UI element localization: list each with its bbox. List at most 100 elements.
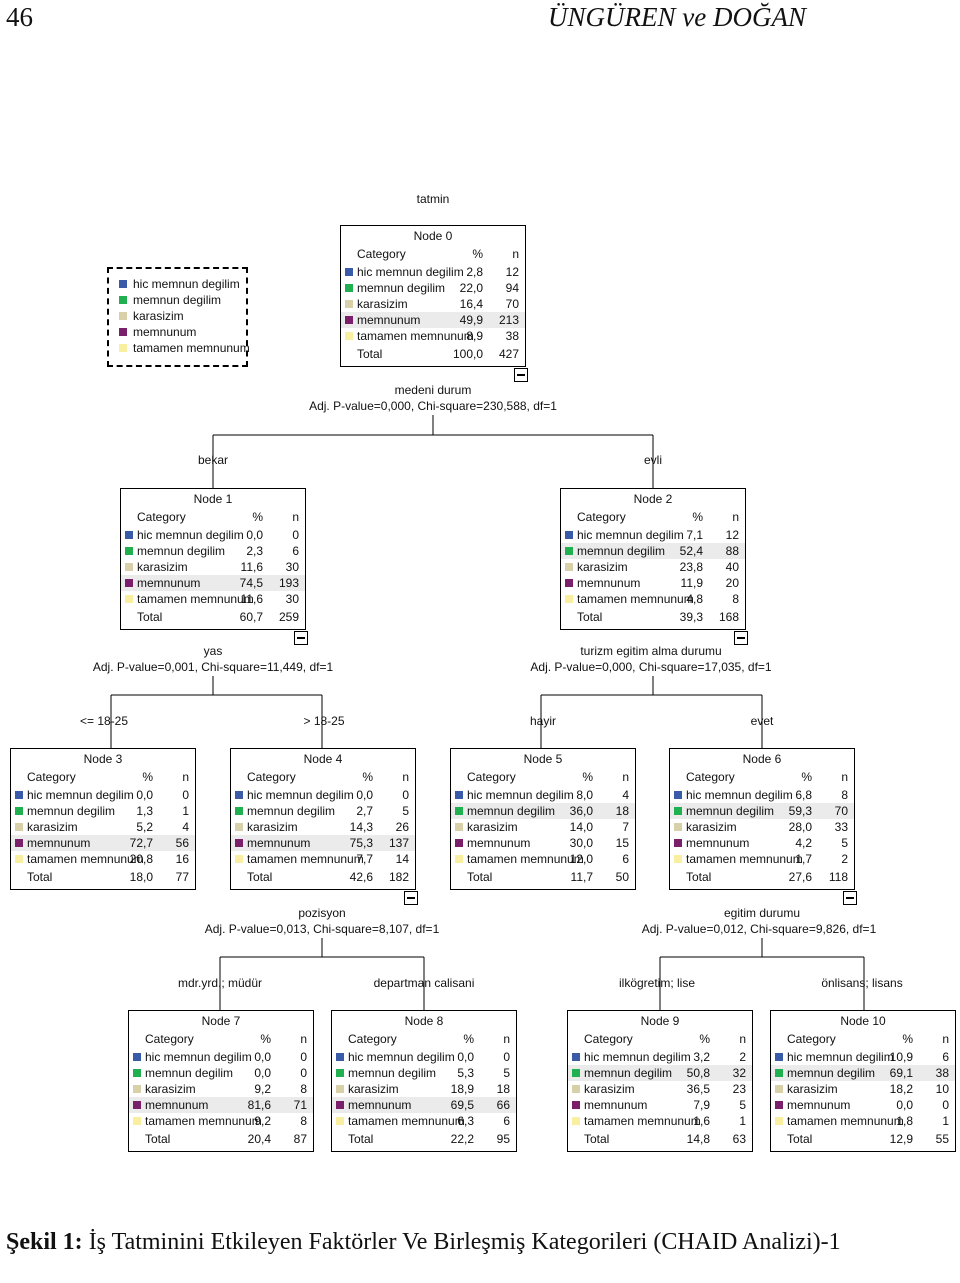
category-swatch (125, 563, 133, 571)
node-header-row: Category%n (332, 1031, 516, 1047)
legend-swatch (119, 328, 127, 336)
category-label: tamamen memnunum (27, 852, 144, 866)
total-count: 77 (175, 870, 189, 884)
category-label: karasizim (584, 1082, 635, 1096)
category-count: 18 (615, 804, 629, 818)
node-header-row: Category%n (231, 769, 415, 785)
collapse-icon[interactable] (294, 631, 308, 645)
category-swatch (572, 1101, 580, 1109)
category-count: 56 (175, 836, 189, 850)
node-id: Node 3 (83, 752, 123, 766)
node-id: Node 9 (640, 1014, 680, 1028)
collapse-icon[interactable] (843, 891, 857, 905)
node-id: Node 10 (840, 1014, 886, 1028)
category-percent: 0,0 (254, 1050, 271, 1064)
category-label: memnunum (577, 576, 641, 590)
caption-label: Şekil 1: (6, 1229, 83, 1255)
category-label: tamamen memnunum (357, 329, 474, 343)
category-percent: 11,6 (240, 560, 263, 574)
category-label: memnun degilim (137, 544, 226, 558)
collapse-icon[interactable] (734, 631, 748, 645)
category-count: 38 (505, 329, 519, 343)
total-percent: 100,0 (452, 347, 483, 361)
branch-label: hayir (529, 714, 557, 728)
category-swatch (133, 1085, 141, 1093)
total-count: 50 (615, 870, 629, 884)
legend-item: hic memnun degilim (119, 277, 240, 291)
category-count: 0 (402, 788, 409, 802)
column-header-n: n (292, 510, 299, 524)
category-percent: 28,0 (788, 820, 812, 834)
total-label: Total (787, 1132, 813, 1146)
column-header-category: Category (357, 247, 406, 261)
collapse-icon[interactable] (404, 891, 418, 905)
category-count: 4 (182, 820, 189, 834)
category-percent: 8,9 (466, 329, 483, 343)
category-label: karasizim (577, 560, 628, 574)
category-count: 18 (496, 1082, 510, 1096)
column-header-n: n (841, 770, 848, 784)
total-percent: 22,2 (450, 1132, 474, 1146)
category-percent: 0,0 (254, 1066, 271, 1080)
category-swatch (345, 268, 353, 276)
node-header-row: Category%n (451, 769, 635, 785)
category-percent: 81,6 (247, 1098, 271, 1112)
node-header-row: Category%n (561, 509, 745, 525)
category-label: hic memnun degilim (348, 1050, 455, 1064)
category-count: 6 (503, 1114, 510, 1128)
category-count: 14 (395, 852, 409, 866)
category-swatch (674, 839, 682, 847)
category-count: 0 (503, 1050, 510, 1064)
category-count: 10 (935, 1082, 949, 1096)
legend-item: karasizim (119, 309, 184, 323)
category-swatch (775, 1069, 783, 1077)
category-label: memnunum (686, 836, 750, 850)
column-header-category: Category (584, 1032, 633, 1046)
total-percent: 27,6 (788, 870, 812, 884)
category-label: hic memnun degilim (137, 528, 244, 542)
category-swatch (133, 1101, 141, 1109)
category-count: 88 (725, 544, 739, 558)
category-percent: 1,8 (896, 1114, 913, 1128)
total-count: 259 (278, 610, 299, 624)
category-percent: 20,8 (129, 852, 153, 866)
category-percent: 18,2 (889, 1082, 913, 1096)
category-label: hic memnun degilim (247, 788, 354, 802)
collapse-icon[interactable] (514, 368, 528, 382)
split-variable: medeni durum (394, 383, 472, 397)
category-label: memnunum (247, 836, 311, 850)
total-percent: 12,9 (889, 1132, 913, 1146)
category-label: memnunum (137, 576, 201, 590)
column-header-percent: % (699, 1032, 710, 1046)
category-count: 6 (292, 544, 299, 558)
page-number: 46 (6, 2, 33, 32)
category-swatch (235, 839, 243, 847)
total-percent: 11,7 (570, 870, 593, 884)
category-label: karasizim (145, 1082, 196, 1096)
category-percent: 2,7 (356, 804, 373, 818)
category-percent: 2,3 (246, 544, 263, 558)
column-header-category: Category (27, 770, 76, 784)
category-percent: 4,8 (686, 592, 703, 606)
legend-item: memnunum (119, 325, 196, 339)
